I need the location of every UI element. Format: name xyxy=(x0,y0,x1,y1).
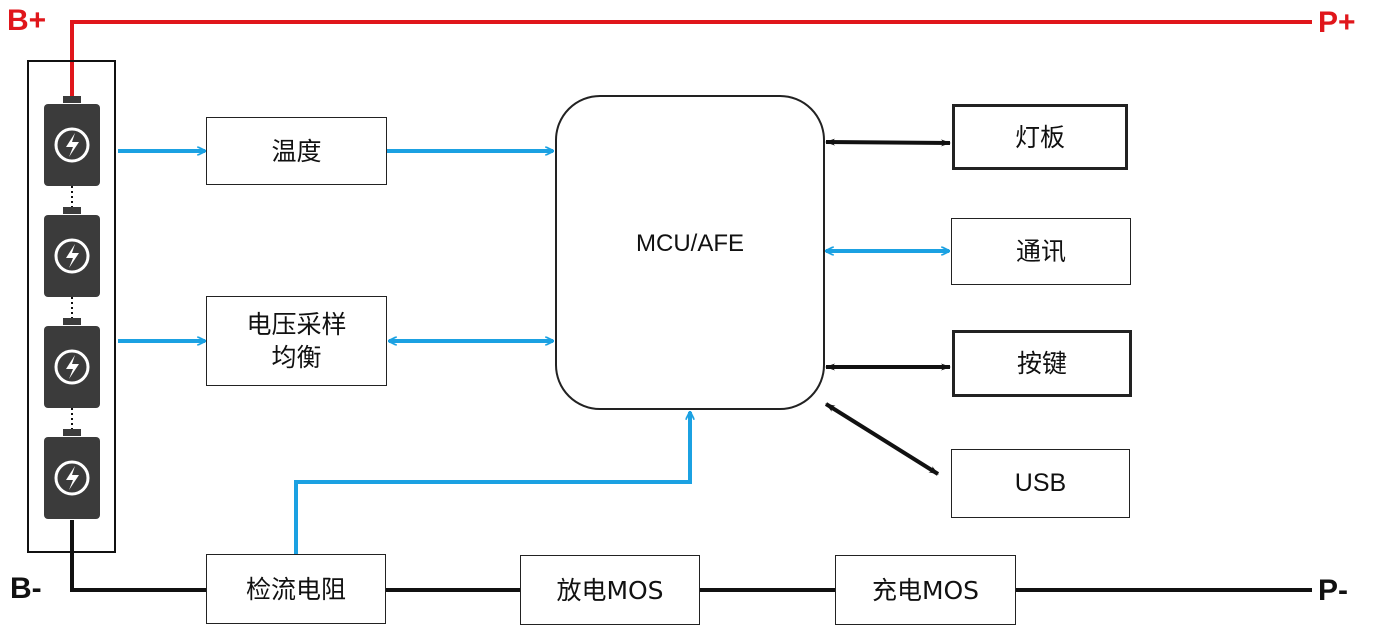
battery-pack-frame xyxy=(27,60,116,553)
positive-rail xyxy=(70,20,1312,96)
communication-block: 通讯 xyxy=(951,218,1131,285)
b-plus-label: B+ xyxy=(7,4,47,37)
b-minus-label: B- xyxy=(10,572,42,605)
current-sense-to-mcu-arrow xyxy=(294,412,690,554)
temperature-block: 温度 xyxy=(206,117,387,185)
current-sense-block: 检流电阻 xyxy=(206,554,386,624)
p-plus-label: P+ xyxy=(1318,6,1356,39)
battery-cells xyxy=(44,96,100,519)
discharge-mos-block: 放电MOS xyxy=(520,555,700,625)
battery-cell-icon xyxy=(44,429,100,519)
light-board-block: 灯板 xyxy=(952,104,1128,170)
usb-block: USB xyxy=(951,449,1130,518)
battery-cell-icon xyxy=(44,207,100,297)
battery-cell-icon xyxy=(44,96,100,186)
charge-mos-block: 充电MOS xyxy=(835,555,1016,625)
mcu-afe-block: MCU/AFE xyxy=(555,95,825,410)
button-block: 按键 xyxy=(952,330,1132,397)
mcu-usb-arrow xyxy=(824,402,940,476)
battery-cell-icon xyxy=(44,318,100,408)
mcu-afe-label: MCU/AFE xyxy=(636,230,744,257)
voltage-sampling-block: 电压采样 均衡 xyxy=(206,296,387,386)
mcu-light-board-arrow xyxy=(825,138,951,147)
p-minus-label: P- xyxy=(1318,574,1348,607)
